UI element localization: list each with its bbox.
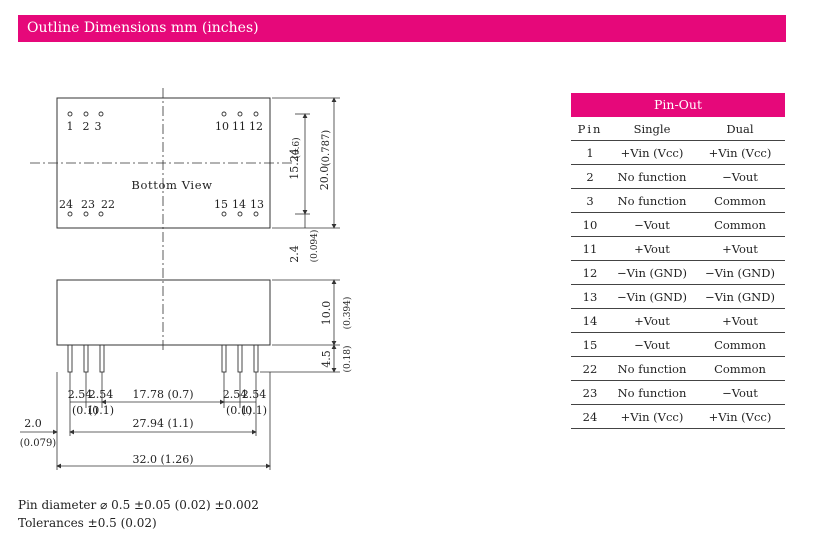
table-row: 14+Vout+Vout [571, 308, 785, 333]
pin-label-14: 14 [232, 198, 246, 211]
pin-diameter-note: Pin diameter ⌀ 0.5 ±0.05 (0.02) ±0.002 [18, 498, 259, 512]
table-row: 13−Vin (GND)−Vin (GND) [571, 284, 785, 309]
dual-function: −Vin (GND) [695, 260, 785, 285]
dual-function: Common [695, 212, 785, 237]
pin-number: 15 [571, 332, 609, 357]
pinout-header-row: Pin Single Dual [571, 117, 785, 141]
pin-number: 22 [571, 356, 609, 381]
dim-edge-offset: 2.4 [288, 245, 301, 263]
dim-pitch-right-1: 2.54 [223, 388, 248, 401]
pin-label-12: 12 [249, 120, 263, 133]
section-title: Outline Dimensions mm (inches) [27, 20, 259, 36]
dim-left-offset: 2.0 [24, 417, 42, 430]
single-function: −Vin (GND) [609, 260, 695, 285]
pin-label-23: 23 [81, 198, 95, 211]
dim-pitch-right-in-1: (0.1) [226, 404, 252, 417]
pin-number: 12 [571, 260, 609, 285]
dual-function: +Vout [695, 236, 785, 261]
pin-number: 2 [571, 164, 609, 189]
pinout-title: Pin-Out [571, 93, 785, 117]
dim-body-height-in: (0.787) [321, 130, 332, 167]
dim-body-height: 20.0 [318, 166, 331, 191]
dual-function: −Vout [695, 380, 785, 405]
pin-label-13: 13 [250, 198, 264, 211]
pin-label-3: 3 [95, 120, 102, 133]
pin-number: 1 [571, 140, 609, 165]
pin-number: 10 [571, 212, 609, 237]
table-row: 11+Vout+Vout [571, 236, 785, 261]
pin-label-2: 2 [83, 120, 90, 133]
dual-function: −Vout [695, 164, 785, 189]
single-function: No function [609, 380, 695, 405]
pinout-header-single: Single [609, 117, 695, 141]
single-function: +Vout [609, 308, 695, 333]
side-view-body [56, 279, 271, 346]
pin-number: 24 [571, 404, 609, 429]
pinout-header-pin: Pin [571, 117, 609, 141]
dual-function: +Vin (Vcc) [695, 404, 785, 429]
single-function: +Vin (Vcc) [609, 140, 695, 165]
dim-pin-span: 27.94 (1.1) [132, 417, 193, 430]
single-function: No function [609, 356, 695, 381]
dual-function: Common [695, 188, 785, 213]
pin-label-22: 22 [101, 198, 115, 211]
dual-function: +Vin (Vcc) [695, 140, 785, 165]
dim-edge-offset-in: (0.094) [309, 230, 320, 263]
pin-label-24: 24 [59, 198, 73, 211]
single-function: −Vin (GND) [609, 284, 695, 309]
table-row: 1+Vin (Vcc)+Vin (Vcc) [571, 140, 785, 165]
tolerance-note: Tolerances ±0.5 (0.02) [18, 516, 157, 530]
dim-left-offset-in: (0.079) [20, 438, 57, 449]
dim-pin-length: 4.5 [320, 350, 333, 368]
single-function: +Vin (Vcc) [609, 404, 695, 429]
dual-function: Common [695, 356, 785, 381]
single-function: +Vout [609, 236, 695, 261]
dim-side-height-in: (0.394) [342, 297, 353, 330]
notes: Pin diameter ⌀ 0.5 ±0.05 (0.02) ±0.002 T… [18, 496, 259, 532]
pin-number: 3 [571, 188, 609, 213]
dim-pin-length-in: (0.18) [342, 345, 353, 372]
single-function: −Vout [609, 212, 695, 237]
dim-pitch-left-1: 2.54 [68, 388, 93, 401]
pin-label-15: 15 [214, 198, 228, 211]
pin-label-10: 10 [215, 120, 229, 133]
section-title-banner: Outline Dimensions mm (inches) [18, 15, 786, 42]
pin-label-11: 11 [232, 120, 246, 133]
dim-pitch-left-2: 2.54 [89, 388, 114, 401]
table-row: 24+Vin (Vcc)+Vin (Vcc) [571, 404, 785, 429]
dual-function: +Vout [695, 308, 785, 333]
dim-inner-height: 15.24 [288, 148, 301, 180]
pinout-header-dual: Dual [695, 117, 785, 141]
pin-label-1: 1 [67, 120, 74, 133]
pin-number: 13 [571, 284, 609, 309]
pin-number: 11 [571, 236, 609, 261]
dim-pitch-right-2: 2.54 [242, 388, 267, 401]
single-function: No function [609, 164, 695, 189]
dim-body-width: 32.0 (1.26) [132, 453, 193, 466]
dim-pitch-right-in-2: (0.1) [241, 404, 267, 417]
pin-number: 23 [571, 380, 609, 405]
pinout-table: Pin-Out Pin Single Dual 1+Vin (Vcc)+Vin … [571, 93, 785, 429]
bottom-view-label: Bottom View [131, 178, 212, 192]
dual-function: −Vin (GND) [695, 284, 785, 309]
dim-group-gap: 17.78 (0.7) [132, 388, 193, 401]
dim-side-height: 10.0 [320, 301, 333, 326]
dual-function: Common [695, 332, 785, 357]
pin-holes [67, 111, 259, 217]
dim-pitch-left-in-1: (0.1) [72, 404, 98, 417]
dim-inner-height-in: (0.6) [291, 137, 302, 158]
table-row: 12−Vin (GND)−Vin (GND) [571, 260, 785, 285]
dim-pitch-left-in-2: (0.1) [88, 404, 114, 417]
single-function: −Vout [609, 332, 695, 357]
pin-number: 14 [571, 308, 609, 333]
single-function: No function [609, 188, 695, 213]
